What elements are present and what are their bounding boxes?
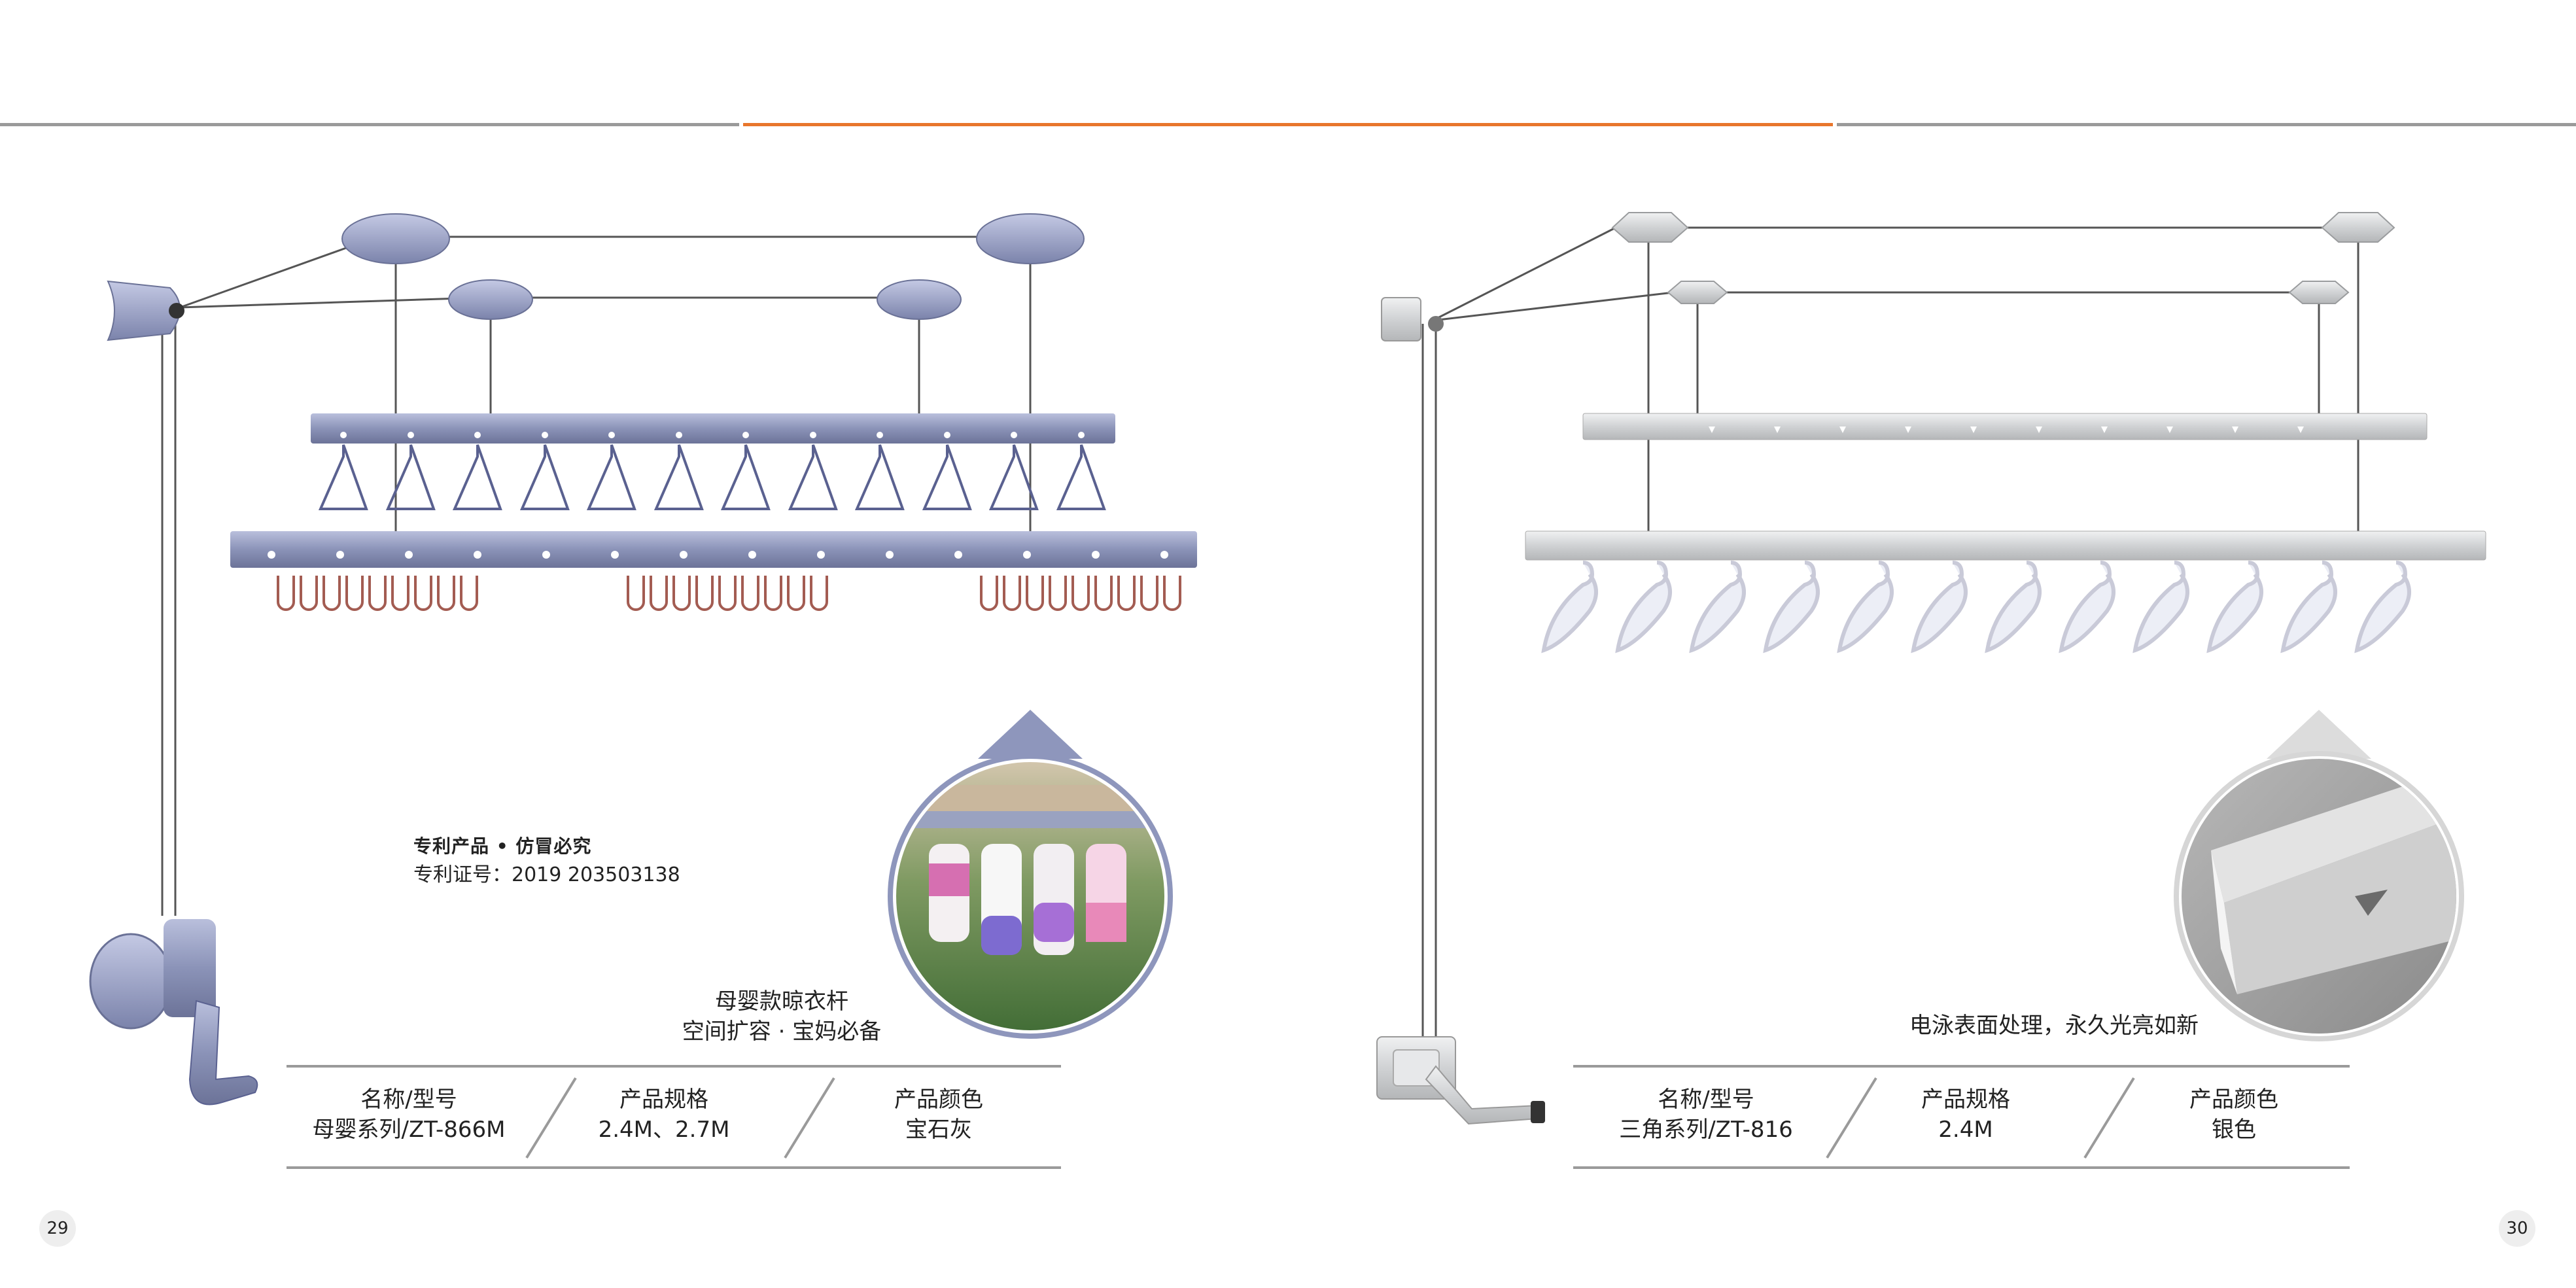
page-number-right: 30: [2499, 1210, 2535, 1247]
spec-table-lines: [287, 1065, 2350, 1169]
patent-number: 专利证号：2019 203503138: [413, 863, 680, 886]
spec-label: 名称/型号: [1658, 1087, 1754, 1113]
left-slogan-line1: 母婴款晾衣杆: [715, 988, 848, 1015]
hand-crank: [89, 919, 258, 1105]
right-slogan: 电泳表面处理，永久光亮如新: [1909, 1013, 2199, 1039]
page-number-left: 29: [39, 1210, 76, 1247]
spec-value: 宝石灰: [905, 1117, 972, 1143]
hanger-row: [318, 444, 1106, 510]
ceiling-pulley-hex: [1611, 212, 2395, 304]
spec-value: 银色: [2212, 1117, 2256, 1143]
left-slogan: 母婴款晾衣杆 空间扩容 · 宝妈必备: [628, 986, 935, 1047]
left-spec-model: 名称/型号 母婴系列/ZT-866M: [288, 1085, 530, 1145]
left-rack-illustration: [89, 213, 1197, 1105]
right-spec-size: 产品规格 2.4M: [1858, 1085, 2074, 1145]
ceiling-pulley-disc: [341, 213, 1085, 320]
spec-value: 三角系列/ZT-816: [1619, 1117, 1793, 1143]
top-rule-left: [0, 123, 739, 126]
top-rule-center-accent: [743, 123, 1833, 126]
spec-label: 产品颜色: [894, 1087, 983, 1113]
spec-label: 名称/型号: [360, 1087, 457, 1113]
left-slogan-line2: 空间扩容 · 宝妈必备: [682, 1018, 882, 1045]
right-spec-model: 名称/型号 三角系列/ZT-816: [1575, 1085, 1837, 1145]
spec-label: 产品颜色: [2189, 1087, 2278, 1113]
spec-label: 产品规格: [1921, 1087, 2010, 1113]
patent-title: 专利产品 • 仿冒必究: [413, 835, 592, 857]
left-spec-color: 产品颜色 宝石灰: [818, 1085, 1060, 1145]
sock-detail-photo: [896, 762, 1164, 1030]
left-spec-size: 产品规格 2.4M、2.7M: [556, 1085, 772, 1145]
top-rule-right: [1837, 123, 2576, 126]
clip-cluster: [277, 576, 1181, 611]
right-spec-color: 产品颜色 银色: [2113, 1085, 2355, 1145]
profile-detail-photo: [2182, 759, 2456, 1034]
hand-crank: [1376, 1036, 1545, 1125]
spec-value: 2.4M: [1938, 1117, 1993, 1143]
hanger-row: [1541, 561, 2411, 653]
spec-label: 产品规格: [619, 1087, 708, 1113]
right-rack-illustration: [1376, 212, 2486, 1125]
spec-value: 母婴系列/ZT-866M: [312, 1117, 506, 1143]
spec-value: 2.4M、2.7M: [598, 1117, 730, 1143]
